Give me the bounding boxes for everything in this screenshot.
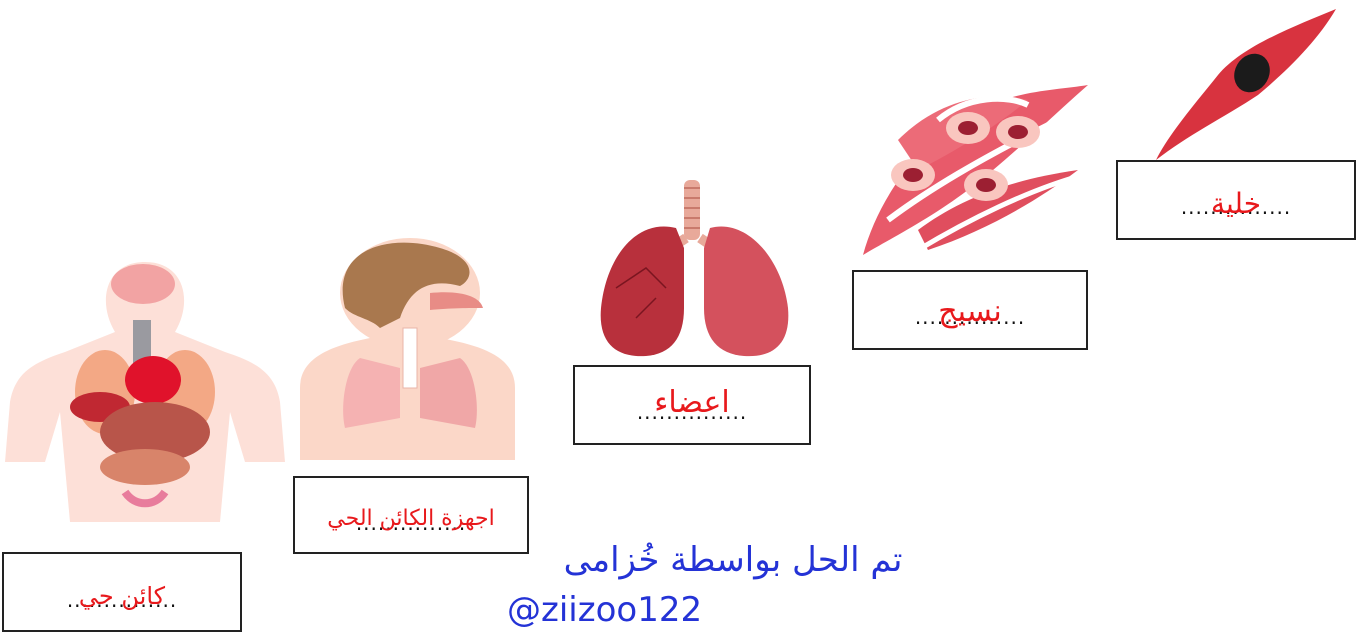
- respiratory-system-icon: [300, 238, 515, 460]
- lungs-icon: [600, 180, 789, 357]
- system-label-box: ............... اجهزة الكائن الحي: [293, 476, 529, 554]
- organ-label-box: ............... اعضاء: [573, 365, 811, 445]
- organism-blank-line: ...............: [66, 588, 178, 612]
- cell-label-box: ............... خلية: [1116, 160, 1356, 240]
- organ-blank-line: ...............: [636, 400, 748, 424]
- cell-answer: خلية: [1210, 187, 1262, 220]
- tissue-answer: نسيج: [938, 294, 1002, 329]
- credit-line-1: تم الحل بواسطة خُزامى: [563, 540, 903, 580]
- organism-answer: كائن حي: [78, 582, 166, 610]
- cell-blank-line: ...............: [1180, 195, 1292, 219]
- tissue-blank-line: ...............: [914, 305, 1026, 329]
- human-body-icon: [5, 262, 285, 522]
- tissue-label-box: ............... نسيج: [852, 270, 1088, 350]
- organ-answer: اعضاء: [654, 385, 730, 420]
- system-blank-line: ...............: [355, 511, 467, 535]
- muscle-cell-icon: [1156, 9, 1336, 160]
- organism-label-box: ............... كائن حي: [2, 552, 242, 632]
- system-answer: اجهزة الكائن الحي: [327, 506, 495, 531]
- tissue-icon: [863, 85, 1088, 255]
- credit-line-2: @ziizoo122: [507, 590, 703, 630]
